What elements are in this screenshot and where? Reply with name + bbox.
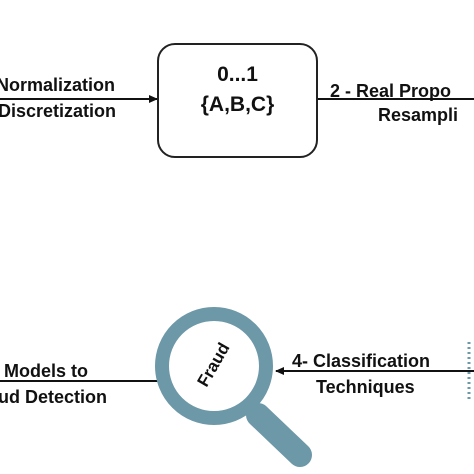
real-proportion-label: 2 - Real Propo — [330, 81, 452, 101]
normalization-label: Normalization — [0, 75, 116, 95]
models-label: Models to — [4, 361, 88, 381]
category-set-text: {A,B,C} — [200, 93, 275, 116]
magnifier-icon — [155, 307, 312, 467]
fraud-detection-label: ud Detection — [0, 387, 108, 407]
classification-label: 4- Classification — [292, 351, 431, 371]
techniques-label: Techniques — [316, 377, 415, 397]
data-range-box: 0...1 {A,B,C} — [157, 43, 318, 158]
discretization-label: Discretization — [0, 101, 117, 121]
resampling-label: Resampli — [378, 105, 459, 125]
range-text: 0...1 — [217, 63, 258, 86]
